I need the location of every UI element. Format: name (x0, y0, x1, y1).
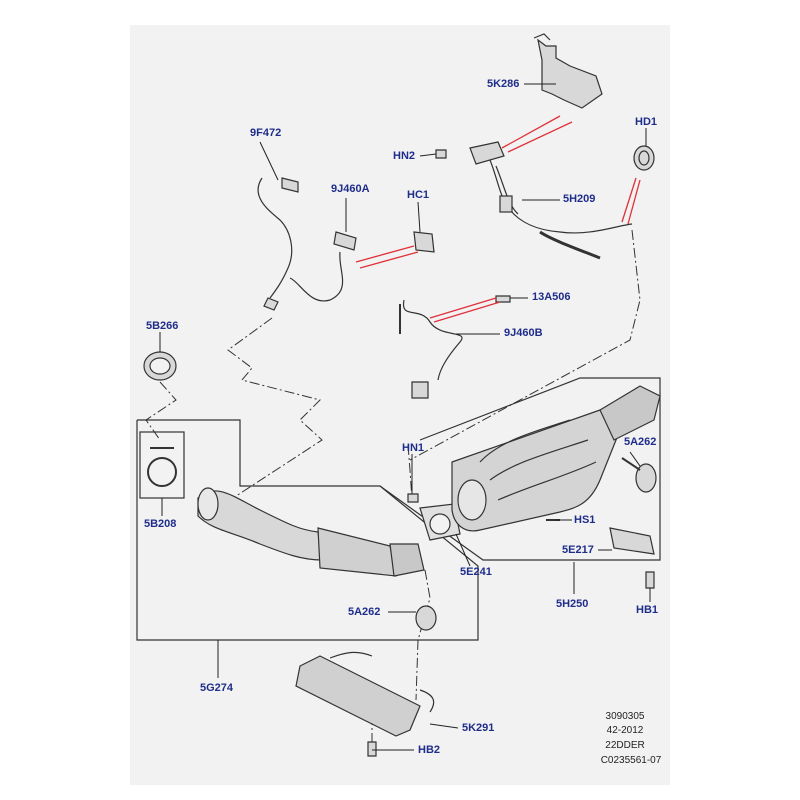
callout-leaders (159, 83, 651, 751)
reference-line-2: 42-2012 (606, 725, 644, 736)
part-HC1-clip (413, 231, 435, 253)
callout-5E241: 5E241 (460, 566, 492, 578)
part-HD1-clamp (633, 145, 655, 171)
callout-5E217: 5E217 (562, 544, 594, 556)
routing-line-5A262 (415, 569, 431, 701)
part-HN1-nut (407, 493, 419, 503)
callout-5B208: 5B208 (144, 518, 177, 530)
callout-9J460B: 9J460B (504, 327, 543, 339)
leader-lines (355, 115, 641, 323)
callout-5H250: 5H250 (556, 598, 589, 610)
reference-line-4: C0235561-07 (600, 755, 662, 766)
callout-HD1: HD1 (635, 116, 658, 128)
callout-5B266: 5B266 (146, 320, 179, 332)
callout-HN1: HN1 (402, 442, 425, 454)
part-5E217-bracket (609, 527, 655, 555)
callout-5K291: 5K291 (462, 722, 495, 734)
part-HN2-nut (435, 149, 447, 159)
callout-HS1: HS1 (574, 514, 596, 526)
callout-5A262-right: 5A262 (624, 436, 657, 448)
routing-line-5B266 (145, 381, 177, 441)
diagram-panel (130, 25, 670, 785)
part-5H209-wiring-bracket (469, 141, 505, 165)
reference-line-1: 3090305 (605, 711, 645, 722)
callout-5A262-lower: 5A262 (348, 606, 381, 618)
callout-9J460A: 9J460A (331, 183, 370, 195)
part-9J460B-harness (402, 299, 463, 381)
part-9J460A-connector (333, 231, 357, 251)
part-13A506-clip (495, 295, 511, 303)
part-5K291-heat-shield (295, 655, 421, 737)
part-HB1-bolt (645, 571, 655, 589)
routing-line-9J460B (407, 444, 413, 501)
callout-9F472: 9F472 (250, 127, 282, 139)
callout-HN2: HN2 (393, 150, 416, 162)
part-5A262-lower-mount (415, 605, 437, 631)
callout-5K286: 5K286 (487, 78, 520, 90)
part-5A262-right-mount (635, 463, 657, 493)
callout-HC1: HC1 (407, 189, 430, 201)
part-HB2-bolt (367, 741, 377, 757)
callout-HB1: HB1 (636, 604, 659, 616)
callout-HB2: HB2 (418, 744, 441, 756)
part-5B208-clamp-box (139, 431, 185, 499)
callout-5G274: 5G274 (200, 682, 234, 694)
routing-line-HD1 (409, 229, 641, 461)
part-9F472-sensor (281, 177, 299, 193)
reference-line-3: 22DDER (605, 740, 645, 751)
part-5K286-heat-shield (537, 38, 603, 109)
callout-13A506: 13A506 (532, 291, 571, 303)
callout-5H209: 5H209 (563, 193, 596, 205)
group-box-5H250 (379, 377, 661, 561)
routing-line-9F472 (227, 317, 323, 501)
